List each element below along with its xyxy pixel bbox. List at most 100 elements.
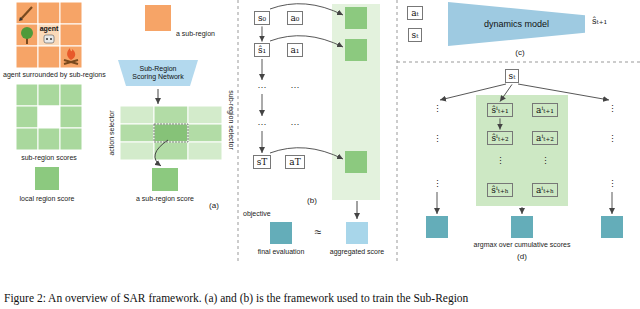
sub-region-tile <box>38 2 60 24</box>
selected-cell <box>154 124 188 142</box>
arrow <box>155 140 168 166</box>
arrow <box>612 192 613 214</box>
final-evaluation-square <box>270 222 292 244</box>
arrow-connector <box>499 118 500 129</box>
score-tile <box>38 84 60 106</box>
empty-tile <box>38 106 60 128</box>
separator <box>397 0 398 262</box>
label-text: aggregated score <box>330 248 384 256</box>
grid-cell <box>154 106 188 124</box>
label-text: sub-region selector <box>227 90 235 150</box>
label-text: ⋮ <box>496 156 505 167</box>
node-text: aⁱₜ₊₂ <box>536 133 554 144</box>
arrow <box>437 192 438 214</box>
action-cell: aⁱₜ₊₂ <box>532 131 558 146</box>
score-tile <box>60 84 82 106</box>
node-text: ŝⁱₜ₊ₕ <box>491 185 508 196</box>
arrow-connector <box>500 84 512 101</box>
node-text: aT <box>289 157 300 168</box>
state-cell: sₜ <box>408 28 423 43</box>
node-text: ŝ₁ <box>258 45 266 56</box>
node-shape <box>118 60 198 86</box>
fire-log <box>64 60 78 64</box>
label-text: (a) <box>209 201 219 211</box>
sub-region-tile <box>60 24 82 46</box>
arrow <box>262 131 263 153</box>
score-band <box>332 4 380 200</box>
score-tile <box>16 128 38 150</box>
sub-region-tile <box>60 46 82 68</box>
label-text: ⋮ <box>433 179 442 190</box>
scoring-network: Sub-Region Scoring Network <box>118 60 198 86</box>
label-text: ⋮ <box>608 104 617 115</box>
action-cell: aⁱₜ₊₁ <box>532 103 558 118</box>
tree-icon <box>21 27 33 39</box>
sub-region-tile <box>16 46 38 68</box>
label-text: ⋮ <box>433 104 442 115</box>
grid-cell <box>188 124 222 142</box>
score-square <box>345 7 367 29</box>
score-square <box>345 39 367 61</box>
arrow <box>262 94 263 116</box>
node-text: aⁱₜ₊ₕ <box>536 185 554 196</box>
node-text: agent <box>38 25 60 33</box>
label-text: local region score <box>20 195 75 203</box>
label-text: ··· <box>258 82 267 93</box>
aggregated-score-square <box>346 222 368 244</box>
label-text: (b) <box>307 196 317 206</box>
arrow-connector <box>261 26 262 41</box>
arrow <box>270 36 343 47</box>
state-cell: s₀ <box>254 11 270 26</box>
arrow <box>270 148 343 159</box>
score-tile <box>60 128 82 150</box>
grid-cell <box>154 142 188 160</box>
node-text: s₀ <box>258 13 266 24</box>
local-score-square <box>35 167 59 190</box>
robot-eye <box>50 38 52 40</box>
label-text: final evaluation <box>258 248 305 256</box>
agent-tile: agent <box>38 24 60 46</box>
arrow <box>158 89 159 104</box>
score-tile <box>16 106 38 128</box>
node-text: a₀ <box>291 13 300 24</box>
sub-region-tile <box>16 24 38 46</box>
rollout-box <box>476 95 568 206</box>
cumulative-score-square <box>511 216 533 238</box>
action-cell: aT <box>285 155 304 170</box>
grid-cell <box>188 142 222 160</box>
sub-region-tile <box>38 46 60 68</box>
agent-tile-ground <box>38 24 60 46</box>
sub-region-square <box>145 5 171 31</box>
sub-region-score-square <box>152 168 178 191</box>
grid-cell <box>154 124 188 142</box>
label-text: agent surrounded by sub-regions <box>3 71 106 79</box>
label-text: ··· <box>291 82 300 93</box>
label-text: ⋮ <box>608 179 617 190</box>
grid-cell <box>120 124 154 142</box>
state-cell: ŝⁱₜ₊₁ <box>487 103 512 118</box>
label-text: ··· <box>291 119 300 130</box>
arrow <box>262 59 263 80</box>
label-text: ≈ <box>315 225 322 239</box>
label-text: ⋮ <box>541 156 550 167</box>
cumulative-score-square <box>601 216 623 238</box>
label-text: action selector <box>108 110 116 155</box>
score-tile <box>60 106 82 128</box>
robot-eye <box>46 38 48 40</box>
node-text: ŝⁱₜ₊₂ <box>491 133 508 144</box>
label-text: ŝₜ₊₁ <box>592 16 607 27</box>
action-cell: aₜ <box>407 6 423 21</box>
action-cell: a₀ <box>287 11 304 26</box>
selector-grid <box>120 106 222 160</box>
label-text: sub-region scores <box>21 154 77 162</box>
label-text: (d) <box>517 252 527 262</box>
label-text: (c) <box>515 48 524 58</box>
arrow <box>518 84 609 100</box>
score-square <box>345 151 367 173</box>
grid-cell <box>120 106 154 124</box>
node-text: Sub-Region Scoring Network <box>130 65 186 81</box>
state-cell: sT <box>253 155 272 170</box>
node-text: ŝⁱₜ₊₁ <box>491 105 508 116</box>
